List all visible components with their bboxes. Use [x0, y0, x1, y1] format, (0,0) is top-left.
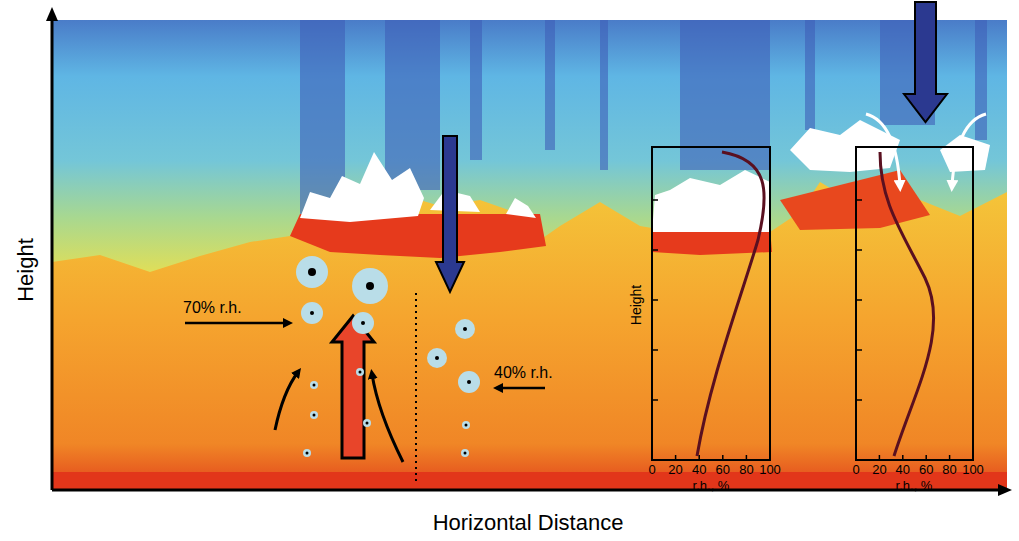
- axis-title: Horizontal Distance: [433, 511, 624, 535]
- tick-label: 20: [872, 463, 886, 477]
- humidity-label: 70% r.h.: [183, 299, 242, 317]
- tick-label: 80: [739, 463, 753, 477]
- tick-label: 0: [648, 463, 655, 477]
- tick-label: 40: [896, 463, 910, 477]
- inset-axis-title: Height: [629, 285, 644, 325]
- tick-label: 20: [668, 463, 682, 477]
- tick-label: 80: [942, 463, 956, 477]
- tick-label: 100: [962, 463, 984, 477]
- tick-label: 100: [759, 463, 781, 477]
- tick-label: 0: [852, 463, 859, 477]
- tick-label: 40: [692, 463, 706, 477]
- humidity-label: 40% r.h.: [494, 364, 553, 382]
- axis-title: Height: [14, 238, 38, 302]
- inset-axis-title: r.h., %: [896, 479, 933, 493]
- inset-axis-title: r.h., %: [693, 479, 730, 493]
- tick-label: 60: [919, 463, 933, 477]
- tick-label: 60: [716, 463, 730, 477]
